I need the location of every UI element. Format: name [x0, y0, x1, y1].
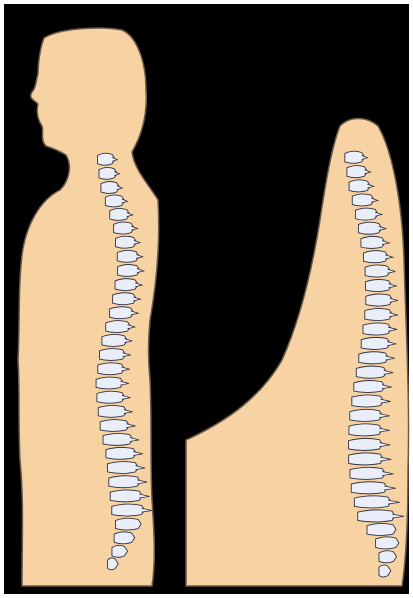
vertebra — [355, 208, 378, 220]
vertebra — [349, 180, 370, 192]
vertebra — [356, 366, 386, 378]
vertebra — [358, 222, 381, 234]
vertebra — [352, 194, 374, 206]
vertebra — [110, 208, 130, 220]
human-spine-side-view — [18, 28, 159, 586]
vertebra — [376, 537, 399, 549]
vertebra — [113, 293, 137, 305]
vertebra — [114, 532, 135, 544]
vertebra — [115, 236, 136, 248]
vertebra — [116, 518, 142, 530]
vertebra — [361, 236, 385, 248]
vertebra — [106, 321, 131, 333]
vertebra — [363, 251, 388, 263]
vertebra — [350, 467, 385, 479]
vertebra — [96, 377, 123, 389]
vertebra — [351, 482, 387, 494]
vertebra — [98, 405, 127, 417]
vertebra — [367, 523, 396, 535]
vertebra — [109, 476, 141, 488]
vertebra — [354, 496, 391, 508]
vertebra — [103, 433, 133, 445]
vertebra — [349, 424, 382, 436]
vertebra — [117, 250, 139, 262]
vertebra — [106, 447, 136, 459]
vertebra — [100, 349, 126, 361]
vertebra — [365, 265, 390, 277]
vertebra — [97, 391, 125, 403]
human-body-silhouette — [18, 28, 159, 586]
vertebra — [102, 334, 127, 346]
vertebra — [109, 307, 133, 319]
vertebra — [350, 409, 382, 421]
vertebra — [349, 438, 383, 450]
vertebra — [359, 352, 389, 364]
vertebra — [98, 363, 125, 375]
vertebra — [112, 545, 128, 557]
vertebra — [349, 453, 384, 465]
vertebra — [365, 308, 393, 320]
vertebra — [361, 337, 390, 349]
vertebra — [110, 490, 142, 502]
vertebra — [366, 294, 393, 306]
vertebra — [112, 504, 145, 516]
vertebra — [354, 380, 385, 392]
vertebra — [352, 395, 384, 407]
vertebra — [114, 222, 135, 234]
vertebra — [365, 279, 391, 291]
vertebra — [117, 264, 139, 276]
vertebra — [115, 279, 138, 291]
vertebra — [347, 166, 368, 178]
vertebra — [107, 462, 138, 474]
vertebra — [358, 510, 395, 522]
vertebra — [100, 420, 129, 432]
vertebra — [379, 551, 397, 563]
vertebra — [363, 323, 391, 335]
